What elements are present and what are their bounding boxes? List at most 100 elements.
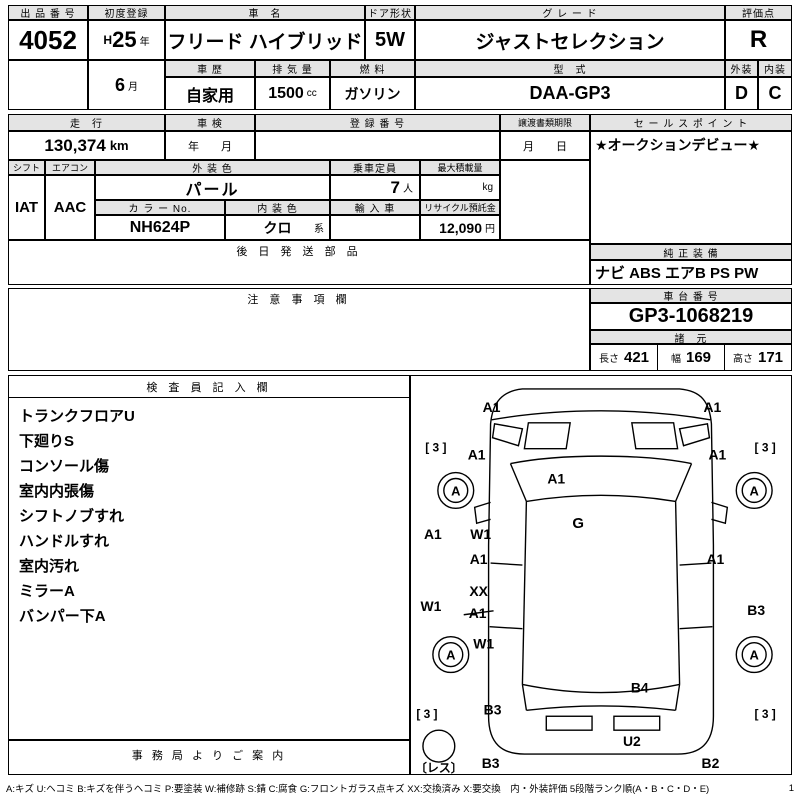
- registration-no-value: [255, 131, 500, 160]
- grade-label: グ レ ー ド: [415, 5, 725, 20]
- rear-door-left-struck-damage: A1: [469, 605, 487, 621]
- hood-right-damage: A1: [704, 399, 722, 415]
- interior-color-name: クロ: [263, 219, 292, 236]
- front-door-left-w-damage: W1: [470, 526, 491, 542]
- cowl-damage: A1: [547, 470, 565, 486]
- hood-left-damage: A1: [483, 399, 501, 415]
- bumper-right-b2-damage: B2: [702, 755, 720, 771]
- shift-value: IAT: [8, 175, 45, 240]
- inspector-item: ミラーA: [19, 583, 75, 600]
- interior-score: C: [758, 77, 792, 110]
- mileage-number: 130,374: [44, 135, 106, 155]
- recycle-deposit-value: 12,090 円: [420, 215, 500, 240]
- transfer-deadline-value: 月 日: [500, 131, 590, 160]
- history-value: 自家用: [165, 77, 255, 110]
- color-no-value: NH624P: [95, 215, 225, 240]
- later-parts-box: 後 日 発 送 部 品: [8, 240, 590, 285]
- quarter-right-b-damage: B3: [747, 602, 765, 618]
- length-label: 長さ: [598, 354, 619, 365]
- fuel-label: 燃 料: [330, 60, 415, 77]
- car-name-label: 車 名: [165, 5, 365, 20]
- chassis-no-label: 車 台 番 号: [590, 288, 792, 303]
- interior-color-suffix: 系: [314, 224, 324, 235]
- inspection-value: 年 月: [165, 131, 255, 160]
- exterior-color-value: パール: [95, 175, 330, 200]
- sales-point-value: ★オークションデビュー★: [595, 137, 761, 153]
- fender-front-right-damage: A1: [708, 447, 726, 463]
- dimension-height: 高さ 171: [724, 345, 791, 370]
- inspector-item: ハンドルすれ: [19, 533, 110, 550]
- exterior-score: D: [725, 77, 758, 110]
- legend-page-number: 1: [788, 782, 794, 794]
- history-label: 車 歴: [165, 60, 255, 77]
- auction-no-value: 4052: [8, 20, 88, 60]
- rear-door-left-replaced: XX: [469, 583, 488, 599]
- quarter-left-w2-damage: W1: [473, 636, 494, 652]
- aircon-label: エアコン: [45, 160, 95, 175]
- displacement-value: 1500 cc: [255, 77, 330, 110]
- dimension-length: 長さ 421: [591, 345, 657, 370]
- tire-depth-front-left: [ 3 ]: [425, 441, 446, 455]
- inspection-label: 車 検: [165, 114, 255, 131]
- recycle-deposit-unit: 円: [485, 224, 495, 235]
- fender-front-left-damage: A1: [468, 447, 486, 463]
- office-label: 事 務 局 よ り ご 案 内: [131, 750, 287, 762]
- tire-depth-rear-right: [ 3 ]: [755, 707, 776, 721]
- detail-empty-cell: [500, 160, 590, 240]
- legend: A:キズ U:ヘコミ B:キズを伴うヘコミ P:要塗装 W:補修跡 S:錆 C:…: [6, 779, 794, 797]
- displacement-label: 排 気 量: [255, 60, 330, 77]
- width-label: 幅: [670, 354, 681, 365]
- sales-point-box: ★オークションデビュー★: [590, 131, 792, 244]
- rear-left-b3-damage: B3: [484, 701, 502, 717]
- door-right-damage: A1: [707, 551, 725, 567]
- office-box: 事 務 局 よ り ご 案 内: [8, 740, 410, 775]
- wheel-front-right-damage: A: [750, 483, 759, 498]
- registration-no-label: 登 録 番 号: [255, 114, 500, 131]
- inspector-item: 室内汚れ: [19, 558, 80, 575]
- inspector-item: バンパー下A: [19, 608, 106, 625]
- first-reg-value: H 25 年: [88, 20, 165, 60]
- first-reg-month-cell: 6 月: [88, 60, 165, 110]
- shift-label: シフト: [8, 160, 45, 175]
- first-reg-era: H: [103, 33, 113, 47]
- length-value: 421: [623, 349, 650, 366]
- height-label: 高さ: [732, 354, 753, 365]
- inspector-label: 検 査 員 記 入 欄: [9, 376, 409, 398]
- mileage-unit: km: [109, 138, 129, 153]
- inspector-item: コンソール傷: [19, 458, 110, 475]
- inspector-item: 室内内張傷: [19, 483, 95, 500]
- notes-label: 注 意 事 項 欄: [247, 294, 351, 306]
- interior-label: 内装: [758, 60, 792, 77]
- inspector-items: トランクフロアU 下廻りS コンソール傷 室内内張傷 シフトノブすれ ハンドルす…: [9, 398, 409, 635]
- capacity-value: 7 人: [330, 175, 420, 200]
- front-glass-damage: G: [572, 515, 584, 532]
- equipment-value: ナビ ABS エアB PS PW: [590, 260, 792, 285]
- dimensions-row: 長さ 421 幅 169 高さ 171: [590, 344, 792, 371]
- spare-tire-status: 〔レス〕: [415, 761, 463, 774]
- max-load-label: 最大積載量: [420, 160, 500, 175]
- capacity-number: 7: [390, 177, 400, 197]
- side-left-damage: A1: [424, 526, 442, 542]
- damage-diagram-box: A1 A1 [ 3 ] A1 A1 [ 3 ] A A A1 G A1 W1 A…: [410, 375, 792, 775]
- door-shape-value: 5W: [365, 20, 415, 60]
- score-label: 評価点: [725, 5, 792, 20]
- bumper-left-b3-damage: B3: [482, 755, 500, 771]
- quarter-left-w-damage: W1: [420, 598, 441, 614]
- recycle-deposit-number: 12,090: [439, 219, 482, 236]
- color-no-label: カ ラ ー No.: [95, 200, 225, 215]
- interior-color-label: 内 装 色: [225, 200, 330, 215]
- width-value: 169: [685, 349, 712, 366]
- tire-depth-rear-left: [ 3 ]: [416, 707, 437, 721]
- notes-box: 注 意 事 項 欄: [8, 288, 590, 371]
- model-value: DAA-GP3: [415, 77, 725, 110]
- score-value: R: [725, 20, 792, 60]
- grade-value: ジャストセレクション: [415, 20, 725, 60]
- first-reg-month-unit: 月: [128, 81, 138, 93]
- car-outline: [422, 388, 773, 763]
- displacement-number: 1500: [268, 84, 304, 102]
- tire-depth-front-right: [ 3 ]: [755, 441, 776, 455]
- car-damage-diagram: A1 A1 [ 3 ] A1 A1 [ 3 ] A A A1 G A1 W1 A…: [415, 388, 776, 775]
- dimensions-label: 諸 元: [590, 330, 792, 344]
- displacement-unit: cc: [306, 88, 317, 99]
- later-parts-label: 後 日 発 送 部 品: [236, 246, 362, 258]
